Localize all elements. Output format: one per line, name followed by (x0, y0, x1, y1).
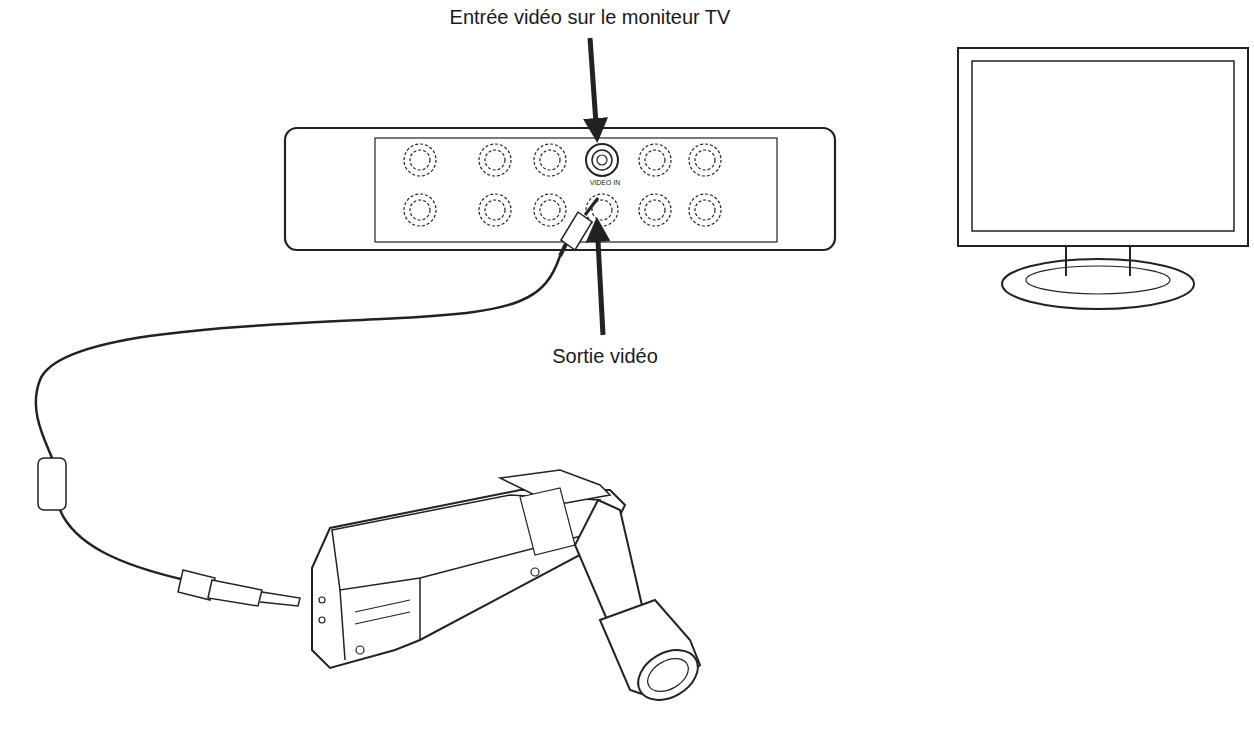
callout-label: Entrée vidéo sur le moniteur TV (450, 6, 731, 29)
video-cable (36, 256, 560, 458)
socket-outline (485, 150, 505, 170)
socket-outline (695, 200, 715, 220)
video-plug (560, 198, 598, 256)
socket-outline (695, 150, 715, 170)
jack-label: VIDEO IN (589, 179, 622, 187)
socket-outline (689, 194, 721, 226)
socket-outline (479, 144, 511, 176)
socket-outline (534, 194, 566, 226)
socket-outline (404, 144, 436, 176)
socket-outline (689, 144, 721, 176)
socket-outline (404, 194, 436, 226)
ferrite-bead (38, 458, 66, 510)
pointer-arrow (597, 222, 603, 335)
digital-microscope (312, 470, 707, 710)
socket-outline (639, 194, 671, 226)
callout-label: Sortie vidéo (552, 345, 658, 368)
socket-outline (645, 150, 665, 170)
socket-outline (485, 200, 505, 220)
video-in-jack (586, 144, 618, 176)
pointer-arrow (590, 38, 597, 138)
socket-outline (410, 200, 430, 220)
socket-outline (410, 150, 430, 170)
socket-outline (540, 150, 560, 170)
panel-sockets (404, 144, 721, 226)
tv-monitor (958, 48, 1248, 309)
socket-outline (534, 144, 566, 176)
socket-outline (639, 144, 671, 176)
socket-outline (645, 200, 665, 220)
socket-outline (540, 200, 560, 220)
camera-plug (178, 570, 300, 606)
socket-outline (479, 194, 511, 226)
tv-input-panel (285, 128, 835, 250)
video-cable (60, 510, 185, 580)
